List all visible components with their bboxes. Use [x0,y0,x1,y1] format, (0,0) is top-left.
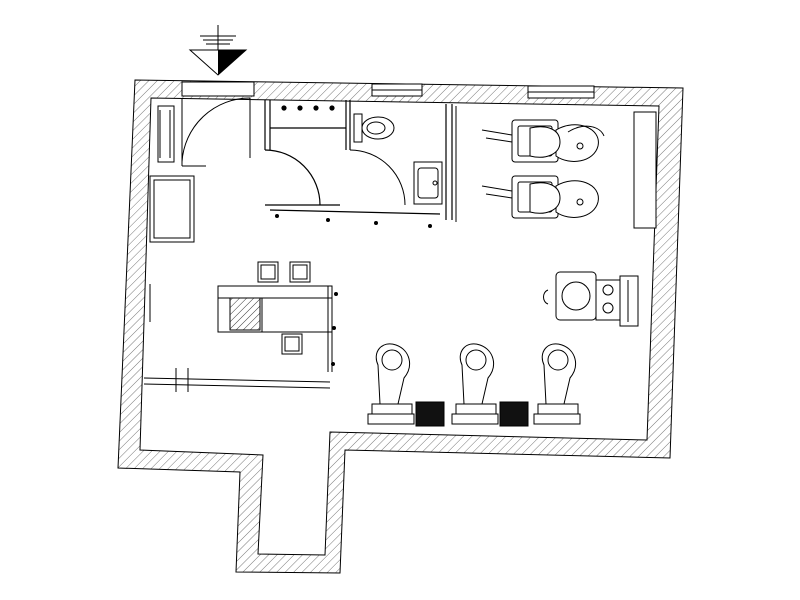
bench [149,175,195,243]
corridor-icon [143,284,331,392]
wash-area-walls [455,106,657,229]
stool-icon [257,261,311,355]
treatment-chair-icon [543,271,639,327]
storage-door-icon [264,100,441,215]
wash-chair-icon [481,119,605,219]
reception-desk-icon [217,285,333,372]
styling-chair-icon [367,343,581,427]
north-arrow-icon [188,25,248,76]
entry-door-icon [157,97,251,167]
exterior-walls [117,79,684,574]
toilet-icon [345,100,453,220]
windows [181,81,595,99]
